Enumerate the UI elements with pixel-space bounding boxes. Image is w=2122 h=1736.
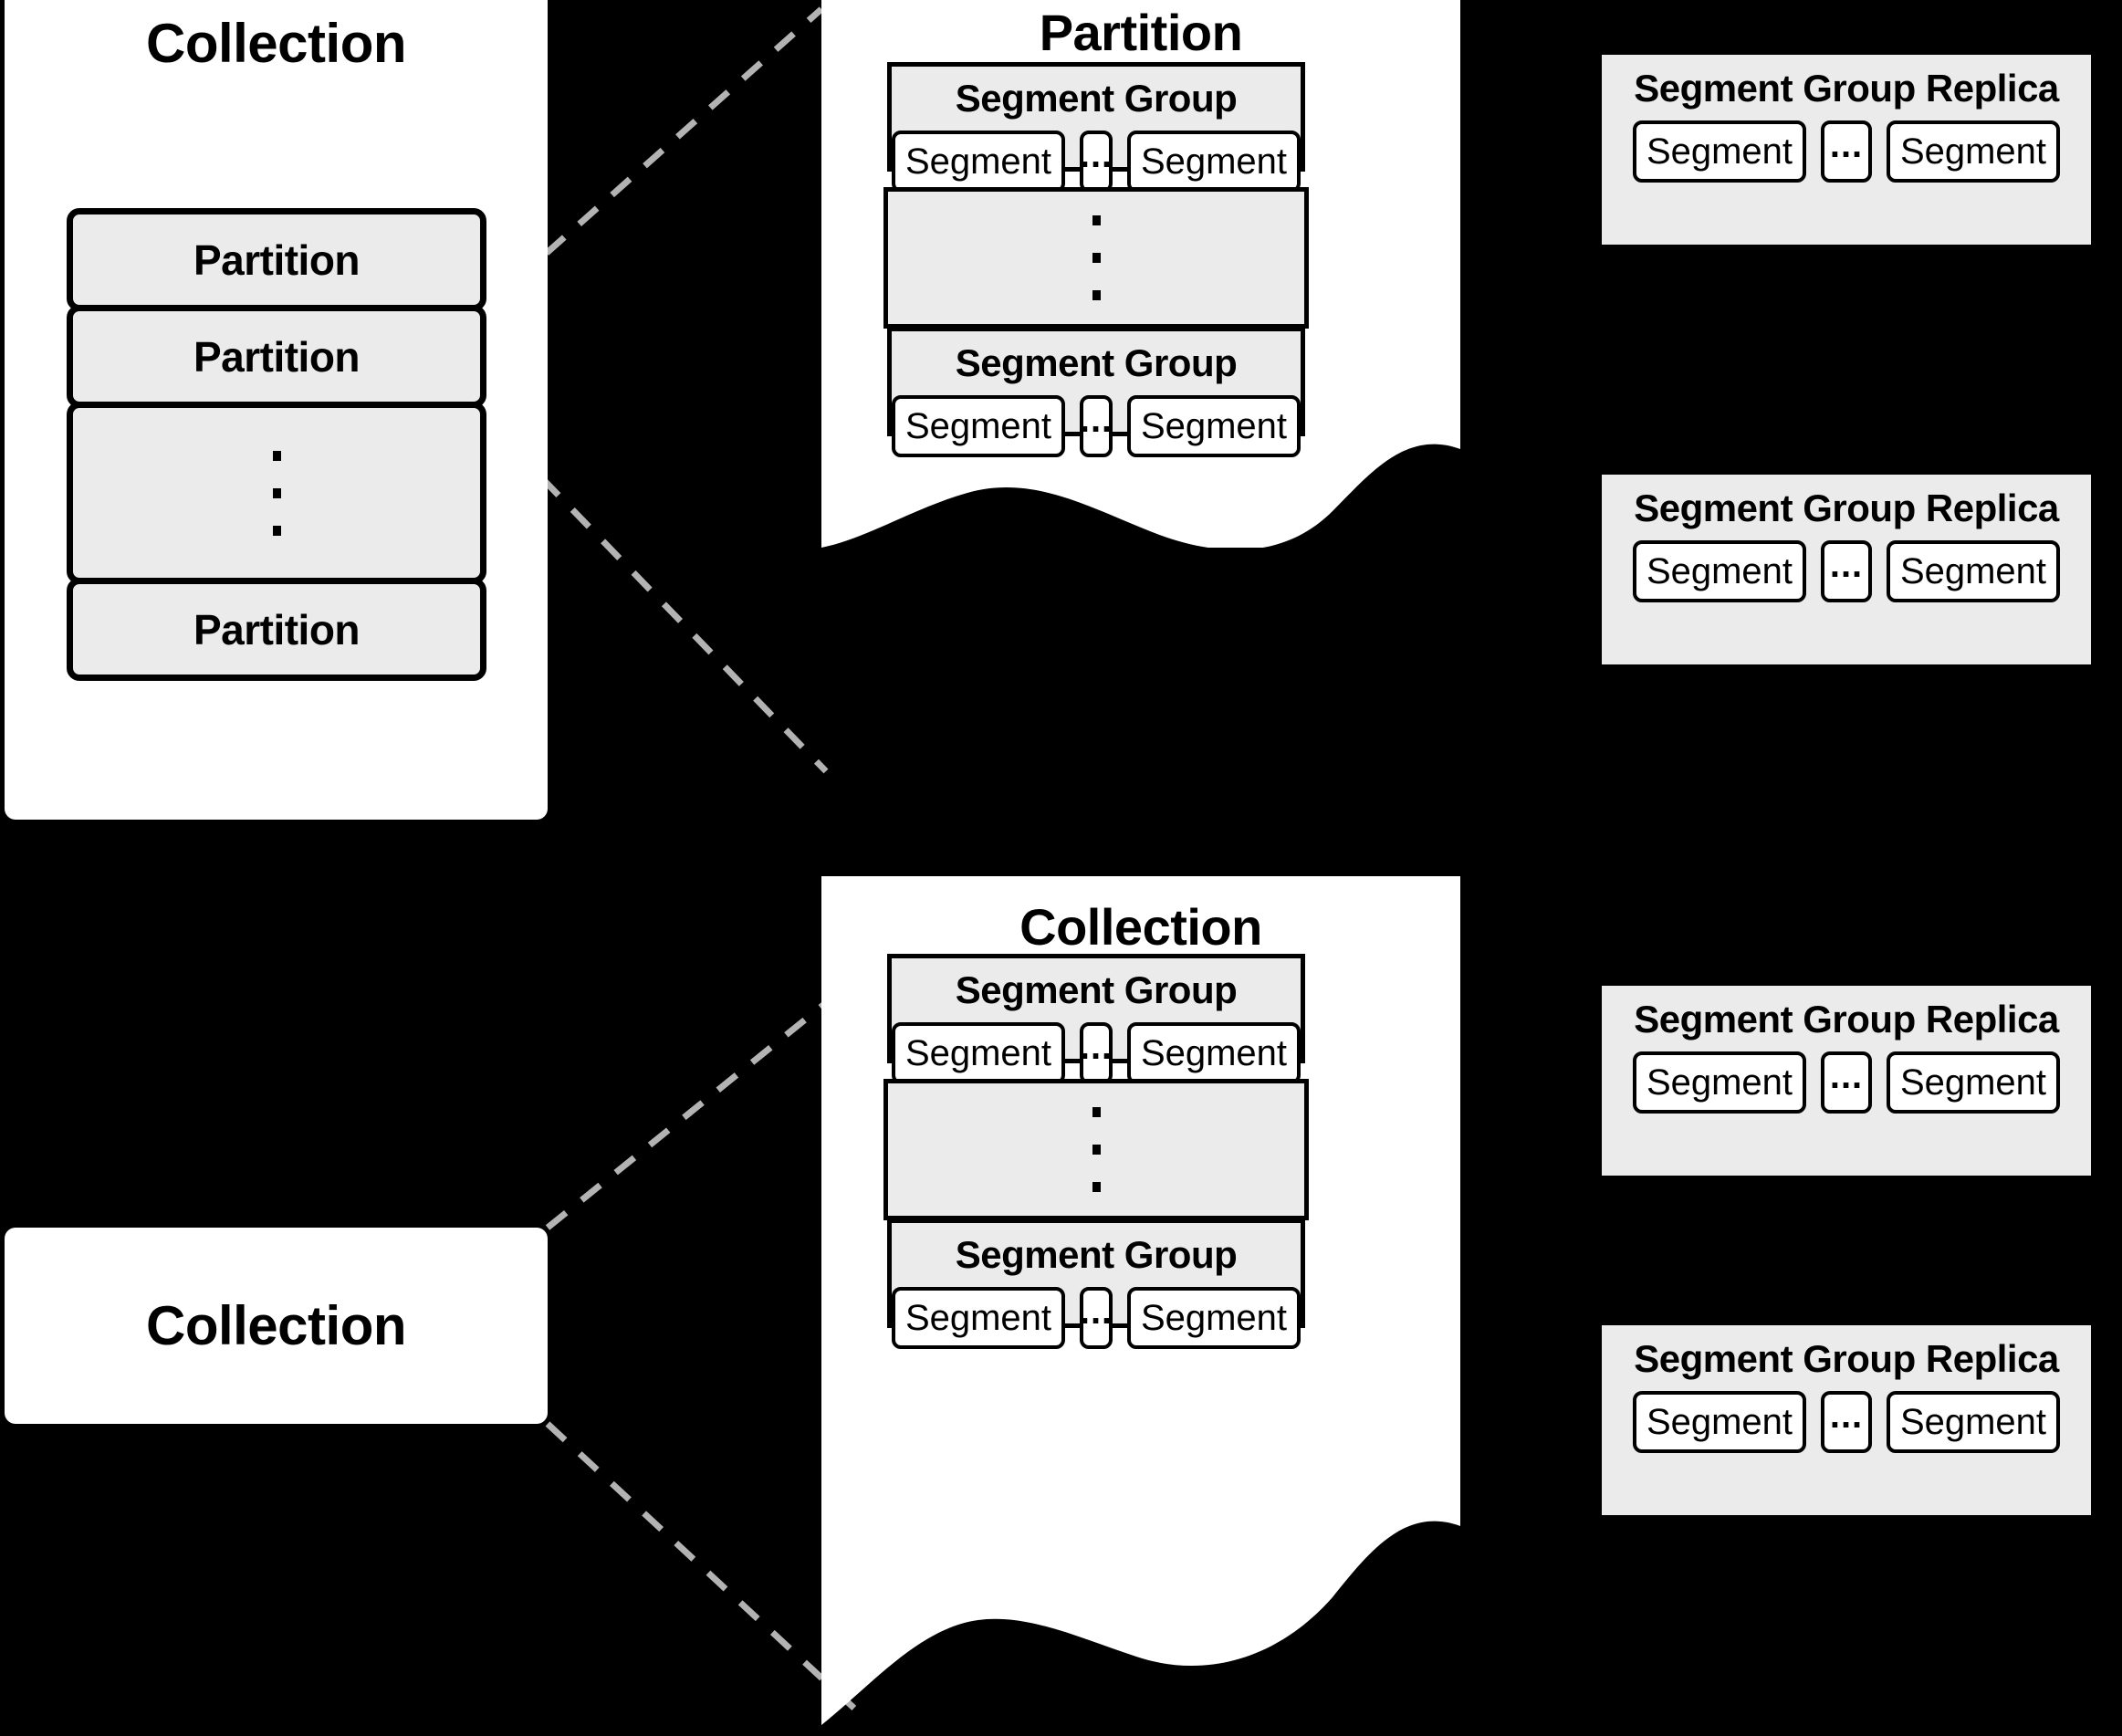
segment-row: Segment ... Segment [1602, 108, 2091, 183]
segment-group-replica-title: Segment Group Replica [1634, 486, 2059, 529]
segment-group-title: Segment Group [955, 968, 1238, 1011]
segment-row: Segment ... Segment [1602, 1039, 2091, 1114]
segment-ellipsis: ... [1821, 1391, 1872, 1453]
segment-ellipsis: ... [1821, 120, 1872, 183]
collection-panel: Collection Segment Group Segment ... Seg… [821, 876, 1460, 1736]
segment-row: Segment ... Segment [892, 1009, 1301, 1084]
segment-ellipsis: ... [1821, 1051, 1872, 1114]
segment-group-replica-box: Segment Group Replica Segment ... Segmen… [1602, 986, 2091, 1176]
vertical-ellipsis-icon [1092, 1107, 1101, 1192]
partition-row[interactable]: Partition [67, 578, 486, 681]
segment-group-box: Segment Group Segment ... Segment [887, 1218, 1305, 1349]
partition-label: Partition [193, 332, 361, 381]
segment-group-title: Segment Group [955, 77, 1238, 120]
segment-group-replica-title: Segment Group Replica [1634, 67, 2059, 110]
connector-collection-bottom [545, 1421, 865, 1719]
collection-bottom-title: Collection [145, 1294, 407, 1356]
segment-row: Segment ... Segment [1602, 1378, 2091, 1453]
partition-label: Partition [193, 235, 361, 284]
segment-box[interactable]: Segment [1127, 1022, 1301, 1084]
segment-ellipsis: ... [1080, 1022, 1113, 1084]
partition-row[interactable]: Partition [67, 208, 486, 311]
vertical-ellipsis-icon [1092, 215, 1101, 300]
partition-row-ellipsis [67, 402, 486, 584]
segment-group-box: Segment Group Segment ... Segment [887, 327, 1305, 457]
segment-box[interactable]: Segment [1887, 1391, 2060, 1453]
segment-group-replica-title: Segment Group Replica [1634, 998, 2059, 1041]
segment-box[interactable]: Segment [1887, 540, 2060, 602]
segment-ellipsis: ... [1080, 395, 1113, 457]
segment-box[interactable]: Segment [1633, 120, 1806, 183]
collection-card-bottom: Collection [5, 1228, 548, 1424]
segment-group-replica-box: Segment Group Replica Segment ... Segmen… [1602, 55, 2091, 245]
segment-row: Segment ... Segment [892, 1274, 1301, 1349]
segment-box[interactable]: Segment [892, 395, 1065, 457]
segment-box[interactable]: Segment [892, 1022, 1065, 1084]
segment-box[interactable]: Segment [1127, 131, 1301, 193]
partition-list: Partition Partition Partition [67, 208, 486, 681]
collection-panel-title: Collection [1019, 898, 1262, 956]
segment-group-replica-box: Segment Group Replica Segment ... Segmen… [1602, 475, 2091, 664]
vertical-ellipsis-icon [272, 450, 281, 536]
segment-box[interactable]: Segment [1633, 1051, 1806, 1114]
segment-ellipsis: ... [1821, 540, 1872, 602]
partition-row[interactable]: Partition [67, 305, 486, 408]
segment-group-ellipsis-box [883, 187, 1309, 329]
segment-ellipsis: ... [1080, 1287, 1113, 1349]
collection-card-top: Collection Partition Partition Partition [5, 0, 548, 820]
segment-box[interactable]: Segment [1127, 395, 1301, 457]
segment-group-box: Segment Group Segment ... Segment [887, 954, 1305, 1084]
segment-group-title: Segment Group [955, 1233, 1238, 1276]
segment-group-ellipsis-box [883, 1079, 1309, 1220]
segment-box[interactable]: Segment [892, 131, 1065, 193]
segment-box[interactable]: Segment [1127, 1287, 1301, 1349]
partition-panel-title: Partition [1039, 4, 1243, 61]
partition-panel: Partition Segment Group Segment ... Segm… [821, 0, 1460, 548]
segment-group-box: Segment Group Segment ... Segment [887, 62, 1305, 193]
segment-box[interactable]: Segment [1887, 1051, 2060, 1114]
segment-group-replica-title: Segment Group Replica [1634, 1337, 2059, 1380]
segment-box[interactable]: Segment [1887, 120, 2060, 183]
partition-label: Partition [193, 605, 361, 654]
segment-row: Segment ... Segment [892, 382, 1301, 457]
partition-panel-content: Partition Segment Group Segment ... Segm… [821, 0, 1460, 548]
segment-box[interactable]: Segment [1633, 540, 1806, 602]
segment-group-title: Segment Group [955, 341, 1238, 384]
segment-group-replica-box: Segment Group Replica Segment ... Segmen… [1602, 1325, 2091, 1515]
segment-row: Segment ... Segment [892, 118, 1301, 193]
segment-row: Segment ... Segment [1602, 528, 2091, 602]
segment-ellipsis: ... [1080, 131, 1113, 193]
segment-box[interactable]: Segment [892, 1287, 1065, 1349]
segment-box[interactable]: Segment [1633, 1391, 1806, 1453]
collection-panel-content: Collection Segment Group Segment ... Seg… [821, 876, 1460, 1736]
collection-top-title: Collection [145, 13, 407, 74]
